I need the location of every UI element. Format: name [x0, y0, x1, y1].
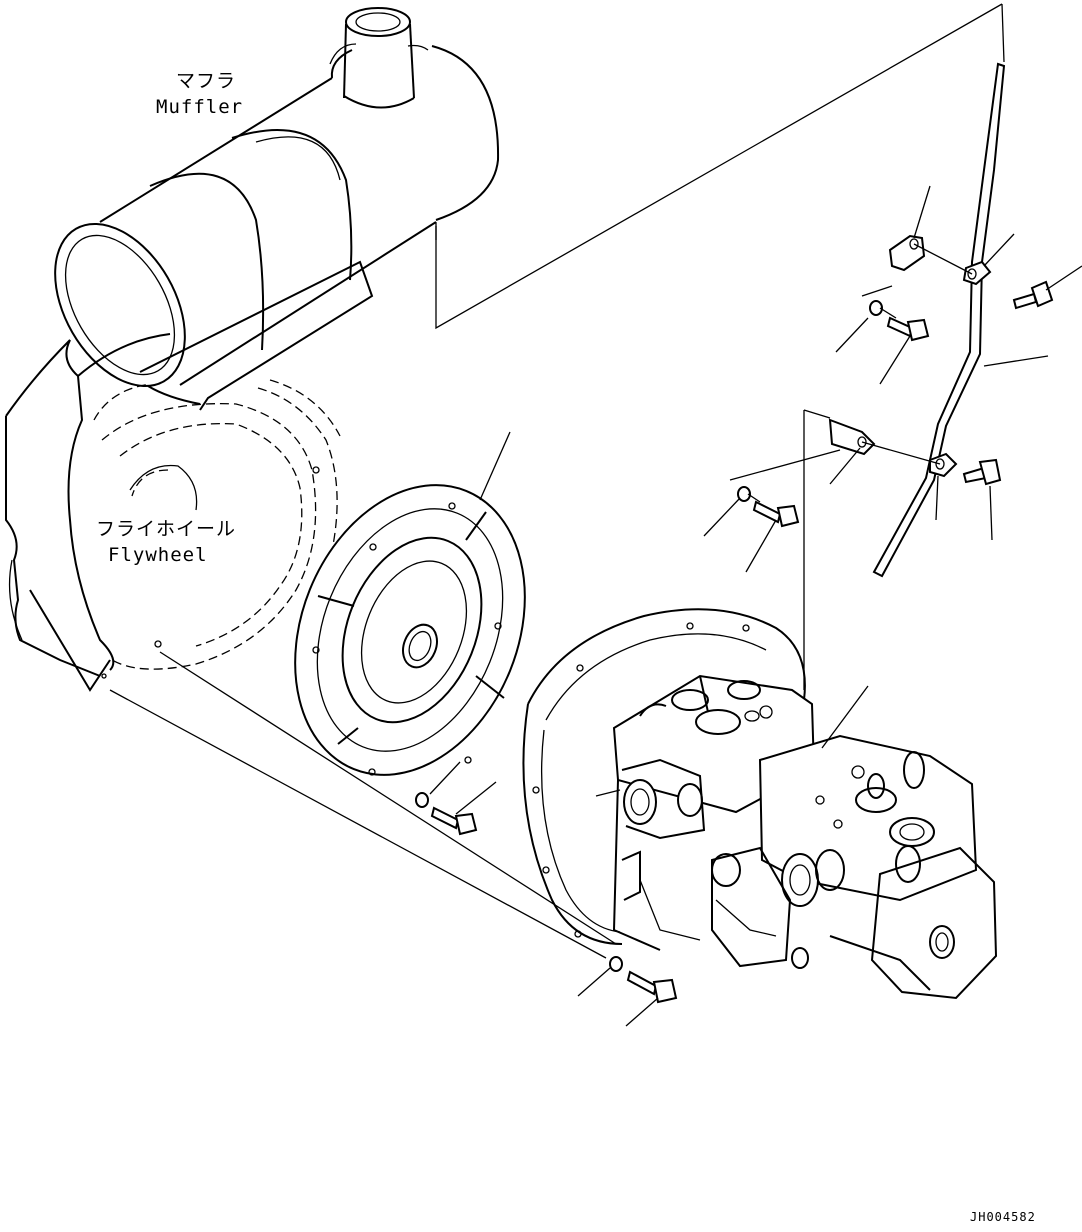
tube	[872, 62, 1006, 578]
flywheel-label-jp: フライホイール	[96, 518, 237, 540]
clamps	[828, 234, 992, 478]
muffler	[54, 7, 500, 411]
leader-lines	[429, 185, 1082, 1027]
muffler-label-en: Muffler	[156, 96, 244, 118]
flywheel-label-en: Flywheel	[108, 544, 208, 566]
muffler-label-jp: マフラ	[176, 70, 237, 92]
hydraulic-pump	[522, 608, 998, 1000]
assembly-lines	[109, 3, 1005, 959]
coupling-disc	[294, 484, 526, 776]
drawing-code: JH004582	[970, 1210, 1036, 1224]
bolts	[415, 280, 1054, 1004]
flywheel-housing	[5, 333, 341, 692]
